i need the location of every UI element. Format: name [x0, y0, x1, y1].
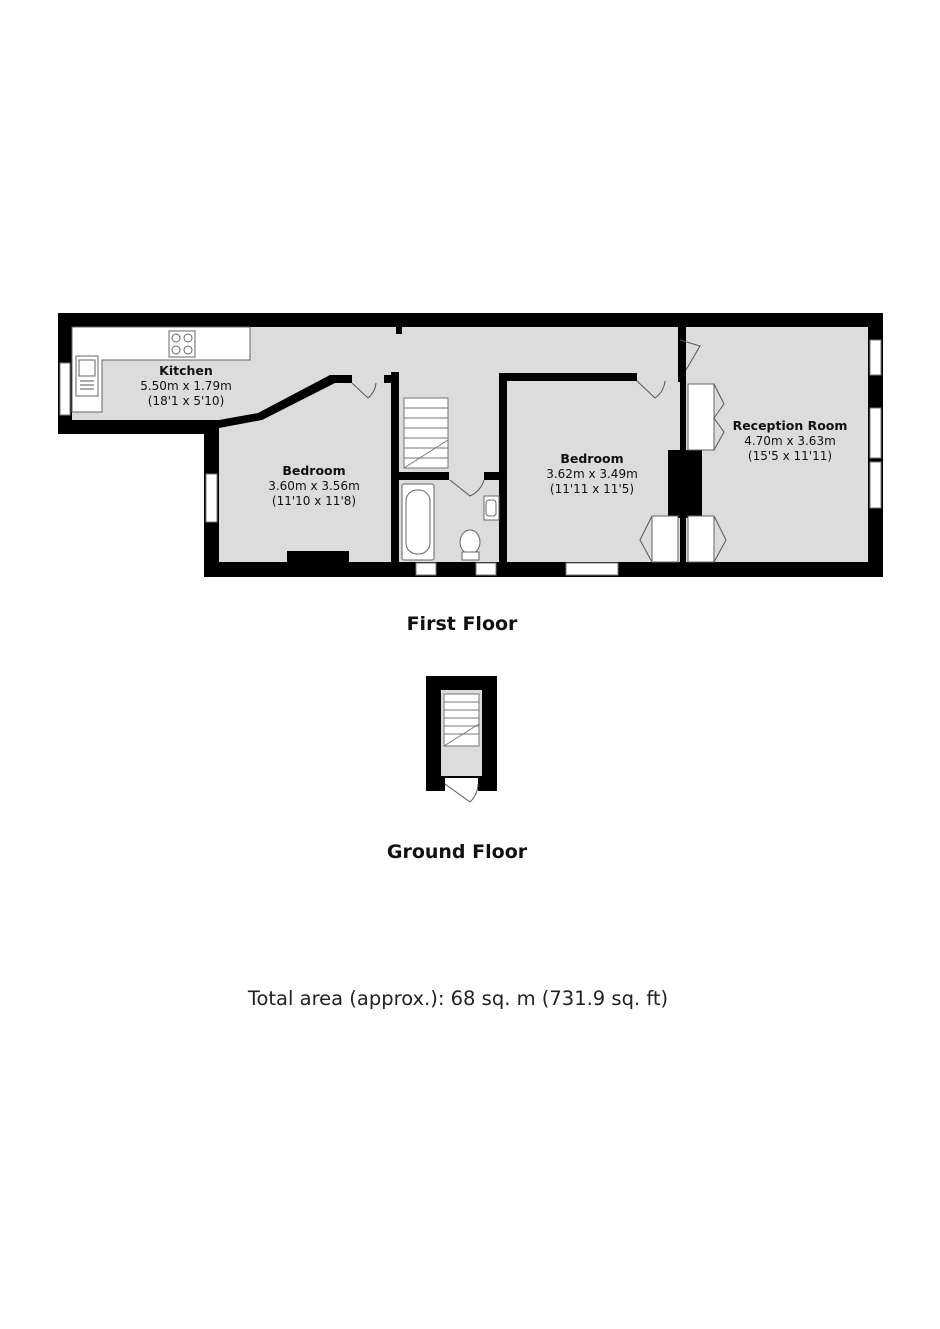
kitchen-window: [59, 362, 71, 416]
reception-name: Reception Room: [733, 418, 848, 433]
windows: [59, 339, 882, 576]
reception-window-2: [869, 407, 882, 459]
kitchen-fixtures: [71, 326, 251, 413]
total-area: Total area (approx.): 68 sq. m (731.9 sq…: [247, 987, 668, 1010]
room-reception: Reception Room 4.70m x 3.63m (15'5 x 11'…: [733, 418, 848, 463]
bedroom2-dim-metric: 3.62m x 3.49m: [546, 467, 638, 481]
worktop: [71, 326, 251, 413]
room-bedroom-1: Bedroom 3.60m x 3.56m (11'10 x 11'8): [268, 463, 360, 508]
bedroom1-name: Bedroom: [282, 463, 345, 478]
bedroom2-window: [565, 562, 619, 576]
reception-window-3: [869, 461, 882, 509]
bedroom1-dim-imperial: (11'10 x 11'8): [272, 494, 356, 508]
cupboards: [651, 383, 715, 563]
bathroom-fixtures: [401, 483, 500, 561]
first-floor-plan: Kitchen 5.50m x 1.79m (18'1 x 5'10) Bedr…: [58, 313, 883, 577]
bedroom2-dim-imperial: (11'11 x 11'5): [550, 482, 634, 496]
kitchen-name: Kitchen: [159, 363, 213, 378]
bathroom-window-1: [415, 562, 437, 576]
ground-floor-title: Ground Floor: [387, 841, 528, 863]
kitchen-dim-metric: 5.50m x 1.79m: [140, 379, 232, 393]
bathroom-window-2: [475, 562, 497, 576]
stairs: [403, 397, 449, 469]
room-bedroom-2: Bedroom 3.62m x 3.49m (11'11 x 11'5): [546, 451, 638, 496]
ground-floor-plan: [426, 676, 497, 803]
reception-dim-metric: 4.70m x 3.63m: [744, 434, 836, 448]
bedroom2-name: Bedroom: [560, 451, 623, 466]
room-kitchen: Kitchen 5.50m x 1.79m (18'1 x 5'10): [140, 363, 232, 408]
first-floor-title: First Floor: [407, 613, 518, 635]
reception-window-1: [869, 339, 882, 376]
kitchen-dim-imperial: (18'1 x 5'10): [148, 394, 225, 408]
reception-dim-imperial: (15'5 x 11'11): [748, 449, 832, 463]
interior-walls: [58, 327, 702, 562]
bedroom1-dim-metric: 3.60m x 3.56m: [268, 479, 360, 493]
bedroom1-window: [205, 473, 218, 523]
doors: [351, 339, 727, 563]
toilet: [459, 529, 481, 555]
